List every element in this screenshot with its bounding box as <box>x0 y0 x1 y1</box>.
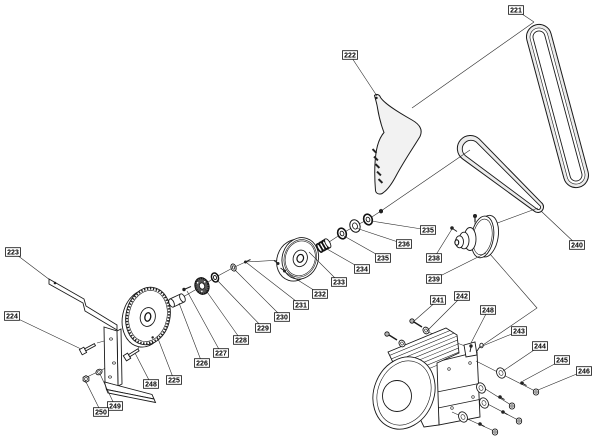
v-belt-240 <box>456 135 544 214</box>
pulley-233 <box>276 237 320 282</box>
v-belt-221 <box>525 23 590 189</box>
bushing-234 <box>315 238 332 254</box>
pin-227 <box>182 286 192 292</box>
callout-230: 230 <box>234 269 290 322</box>
part-number-235-2: 235 <box>422 228 434 235</box>
callout-232: 232 <box>284 271 328 299</box>
washer-246-set <box>491 388 540 436</box>
part-number-227: 227 <box>215 351 227 358</box>
part-number-236: 236 <box>398 242 410 249</box>
pulley-239 <box>454 214 499 259</box>
bolt-set-241-242-upper <box>409 318 430 335</box>
callout-235-2: 235 <box>370 220 436 235</box>
callout-223: 223 <box>5 247 51 281</box>
motor-bell <box>372 356 436 430</box>
part-number-243: 243 <box>513 329 525 336</box>
callout-228: 228 <box>204 288 249 345</box>
callout-250: 250 <box>84 379 109 417</box>
washer-230 <box>230 263 237 272</box>
part-number-231: 231 <box>295 303 307 310</box>
sprocket-228 <box>194 277 210 295</box>
part-number-240: 240 <box>571 243 583 250</box>
callout-222: 222 <box>342 50 378 97</box>
callout-234: 234 <box>326 248 370 274</box>
part-number-248-2: 248 <box>145 382 157 389</box>
small-nut <box>379 208 383 214</box>
part-number-224: 224 <box>6 314 18 321</box>
callout-245: 245 <box>522 355 570 382</box>
part-number-234: 234 <box>356 267 368 274</box>
part-number-228: 228 <box>235 338 247 345</box>
bearing-235-2 <box>362 213 374 226</box>
callout-249: 249 <box>99 373 123 411</box>
pin-231 <box>244 259 251 264</box>
callout-241: 241 <box>412 295 446 323</box>
part-number-238: 238 <box>428 256 440 263</box>
bolt-248-right <box>469 344 473 353</box>
callout-236: 236 <box>355 227 412 249</box>
callout-238: 238 <box>426 228 453 263</box>
part-number-239: 239 <box>428 277 440 284</box>
callout-248-1: 248 <box>470 305 496 344</box>
callout-244: 244 <box>502 341 548 372</box>
bearing-235-1 <box>336 227 348 240</box>
bolt-248-left <box>122 348 140 362</box>
callout-231: 231 <box>246 262 309 310</box>
part-number-222: 222 <box>344 53 356 60</box>
callout-240: 240 <box>540 210 585 250</box>
screws-232 <box>273 260 286 273</box>
belt-guard-222 <box>371 93 422 195</box>
bracket-223 <box>48 278 157 404</box>
part-number-223: 223 <box>7 250 19 257</box>
callout-248-2: 248 <box>134 352 159 389</box>
washer-244-set <box>458 367 506 423</box>
bracket-arm-pin <box>53 281 57 285</box>
part-number-226: 226 <box>196 361 208 368</box>
guard-pin <box>375 96 378 100</box>
callout-235-1: 235 <box>343 235 391 263</box>
part-number-229: 229 <box>257 326 269 333</box>
callout-229: 229 <box>216 279 271 333</box>
bolt-245-set <box>478 381 527 428</box>
callout-227: 227 <box>186 290 229 358</box>
part-number-232: 232 <box>314 292 326 299</box>
bolt-above-pulley-239 <box>473 214 477 222</box>
gear-225 <box>121 286 171 348</box>
part-number-242: 242 <box>456 294 468 301</box>
part-number-244: 244 <box>534 344 546 351</box>
pin-238 <box>450 226 458 232</box>
callout-233: 233 <box>308 251 347 287</box>
callout-225: 225 <box>156 335 182 385</box>
part-number-246: 246 <box>578 369 590 376</box>
fastener-chains <box>451 360 540 436</box>
part-number-250: 250 <box>95 410 107 417</box>
bolt-224 <box>78 342 97 356</box>
part-number-235-1: 235 <box>377 256 389 263</box>
motor-243 <box>372 327 484 430</box>
part-number-225: 225 <box>168 378 180 385</box>
part-number-245: 245 <box>556 358 568 365</box>
part-number-221: 221 <box>510 8 522 15</box>
callout-242: 242 <box>426 291 470 332</box>
part-number-249: 249 <box>109 404 121 411</box>
spacer-226 <box>168 293 186 308</box>
washer-249 <box>95 368 103 376</box>
callout-243: 243 <box>479 326 527 348</box>
callout-239: 239 <box>426 252 487 284</box>
part-number-233: 233 <box>333 280 345 287</box>
guard-vent-slots <box>371 148 384 184</box>
part-number-230: 230 <box>276 315 288 322</box>
ring-236 <box>349 219 361 233</box>
part-number-248-1: 248 <box>482 308 494 315</box>
bearing-229 <box>210 272 220 283</box>
bolt-set-241-242-lower <box>384 331 406 348</box>
callout-224: 224 <box>4 311 82 350</box>
callout-226: 226 <box>178 302 210 368</box>
callout-layer: 221 222 223 224 225 226 227 228 229 230 231 232 233 2… <box>4 5 592 417</box>
callout-221: 221 <box>508 5 535 23</box>
callout-246: 246 <box>537 366 592 391</box>
part-number-241: 241 <box>432 298 444 305</box>
